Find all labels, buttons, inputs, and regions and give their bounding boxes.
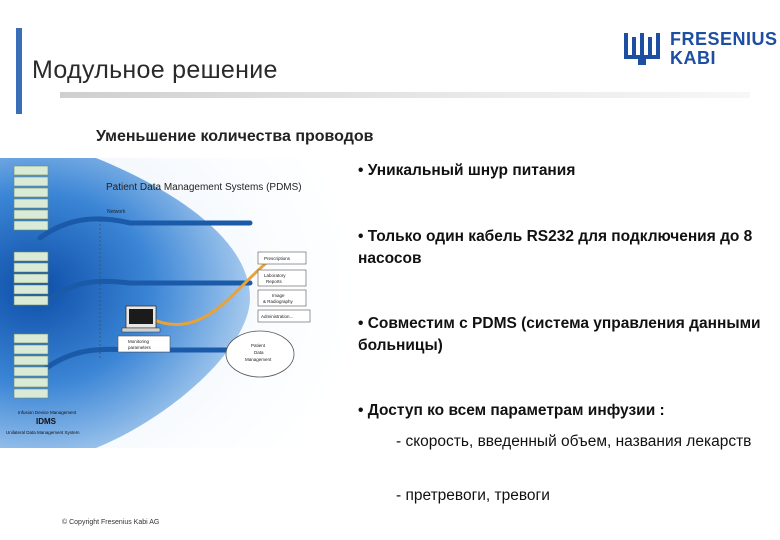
idms-caption-2: Unilateral Data Management System <box>6 430 80 435</box>
box-monitoring <box>117 335 171 353</box>
title-accent-bar <box>16 28 22 114</box>
subheading: Уменьшение количества проводов <box>96 128 374 145</box>
sub-bullet-rate: - скорость, введенный объем, названия ле… <box>396 433 752 450</box>
cable-middle <box>37 278 253 311</box>
network-label: Network <box>107 209 126 215</box>
fresenius-kabi-logo: FRESENIUS KABI <box>622 30 778 68</box>
box-lab-label-1: Laboratory <box>264 273 286 278</box>
pdms-title: Patient Data Management Systems (PDMS) <box>106 182 302 193</box>
box-admin-label: Administration... <box>261 314 293 319</box>
box-prescriptions-label: Prescriptions <box>264 256 291 261</box>
diagram-white-panel <box>96 158 352 448</box>
bullet-pdms: • Совместим с PDMS (система управления д… <box>358 315 761 354</box>
ellipse-label-1: Patient <box>251 343 266 348</box>
box-laboratory <box>257 269 307 287</box>
sub-bullet-alarms: - претревоги, тревоги <box>396 487 550 504</box>
copyright: © Copyright Fresenius Kabi AG <box>62 519 160 526</box>
ellipse-label-2: Data <box>254 350 264 355</box>
box-administration <box>257 309 311 323</box>
bullet-power-cord: • Уникальный шнур питания <box>358 162 576 179</box>
pdms-diagram: Patient Data Management Systems (PDMS) N… <box>0 158 352 448</box>
pdm-ellipse <box>225 330 295 378</box>
box-prescriptions <box>257 251 307 265</box>
logo-text-kabi: KABI <box>670 48 716 68</box>
orange-cable <box>149 256 273 326</box>
cable-upper <box>37 216 253 241</box>
monitor-icon <box>121 305 161 333</box>
bullet-infusion-params: • Доступ ко всем параметрам инфузии : <box>358 402 665 419</box>
logo-text-fresenius: FRESENIUS <box>670 29 778 49</box>
monitoring-label-1: Monitoring <box>128 339 150 344</box>
box-image-label-1: Image <box>272 293 285 298</box>
pump-stacks <box>13 165 49 399</box>
idms-caption-1: Infusion Device Management <box>18 410 77 415</box>
box-image <box>257 289 307 307</box>
slide-title: Модульное решение <box>32 56 278 84</box>
box-lab-label-2: Reports <box>266 279 283 284</box>
box-image-label-2: & Radiography <box>263 299 294 304</box>
idms-label: IDMS <box>36 417 57 426</box>
ellipse-label-3: Management <box>245 357 272 362</box>
bullet-rs232: • Только один кабель RS232 для подключен… <box>358 228 753 267</box>
monitoring-label-2: parameters <box>128 345 152 350</box>
title-underline <box>60 92 750 98</box>
fresenius-logo-icon <box>624 33 660 65</box>
